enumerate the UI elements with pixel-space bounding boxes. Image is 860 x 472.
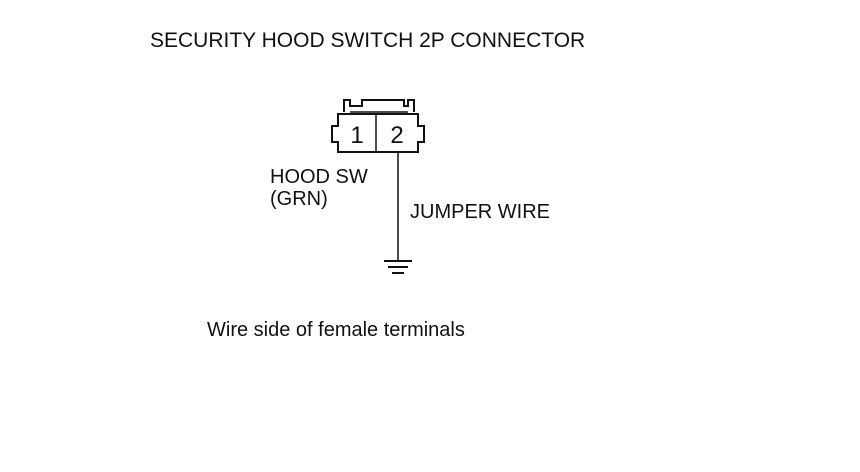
terminal-2-label: 2 [390, 122, 403, 149]
terminal-1-label: 1 [350, 122, 363, 149]
connector-lock-tab [343, 99, 415, 112]
hood-switch-wire-color: (GRN) [270, 188, 328, 210]
jumper-wire-label: JUMPER WIRE [410, 201, 550, 223]
diagram-caption: Wire side of female terminals [207, 319, 465, 341]
hood-switch-name: HOOD SW [270, 166, 368, 188]
hood-switch-label: HOOD SW (GRN) [270, 166, 368, 210]
ground-icon [384, 260, 412, 274]
diagram-title: SECURITY HOOD SWITCH 2P CONNECTOR [150, 29, 586, 52]
connector-body [331, 113, 425, 153]
